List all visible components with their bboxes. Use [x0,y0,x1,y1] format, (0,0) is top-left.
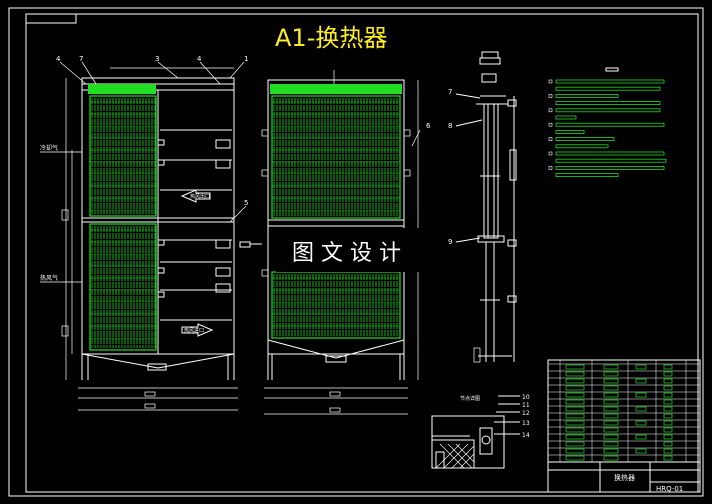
side-fin-bank-lower [271,271,401,339]
callout-section-1: 7 [448,88,452,96]
drawing-number: HRQ-01 [656,485,683,493]
detail-view [431,395,520,469]
callout-front-2: 7 [79,55,83,63]
side-top-header [270,84,402,94]
callout-side-1: 6 [426,122,431,130]
watermark-box [276,228,432,272]
cold-air-label: 冷却气 [40,144,58,152]
callout-section-2: 8 [448,122,452,130]
inner-border [25,13,699,493]
front-arrow-bottom-label: 热风进口 [184,327,204,334]
side-fin-bank-upper [271,95,401,219]
callout-front-5: 1 [244,55,248,63]
side-view: 6 [261,70,481,415]
front-fin-bank-lower [89,223,157,351]
side-frame [267,79,405,355]
technical-notes [548,67,667,178]
front-arrow-top-label: 热风出口 [190,193,210,200]
callout-detail-4: 13 [522,420,530,427]
corner-tag [25,13,77,24]
callout-detail-5: 14 [522,432,530,439]
front-view: 热风出口 热风进口 [40,55,262,411]
front-top-header [88,84,156,94]
drawing-title: A1-换热器 [275,24,387,52]
title-block-name: 换热器 [614,473,635,482]
callout-detail-3: 12 [522,410,530,417]
callout-front-4: 4 [197,55,202,63]
title-block [547,359,701,493]
parts-list [548,360,700,462]
section-view [455,51,517,362]
outer-border [8,7,704,497]
detail-caption: 节点详图 [460,395,480,402]
hot-air-label: 热风气 [40,274,58,282]
front-fin-bank-upper [89,95,157,217]
callout-front-3: 3 [155,55,159,63]
callout-detail-2: 11 [522,402,530,409]
callout-front-6: 5 [244,199,248,207]
callout-front-1: 4 [56,55,61,63]
callout-section-3: 9 [448,238,452,246]
callout-detail-1: 10 [522,394,530,401]
watermark-text: 图 文 设 计 [292,241,401,266]
